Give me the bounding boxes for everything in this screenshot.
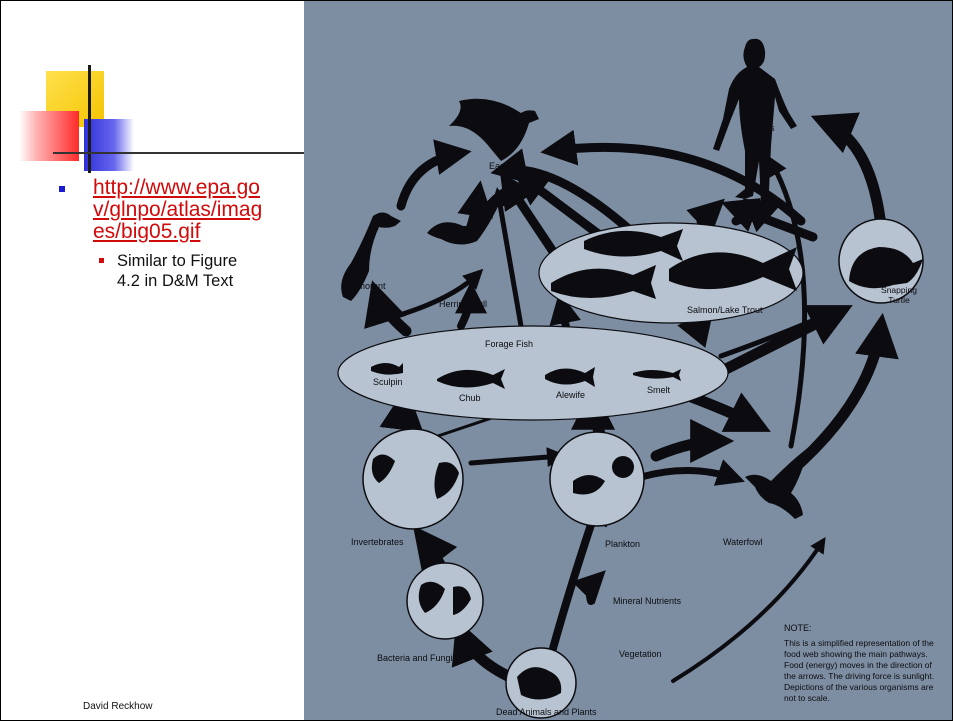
label-snapping: Snapping bbox=[881, 285, 917, 295]
note-line-5: Depictions of the various organisms are bbox=[784, 682, 934, 692]
note-title: NOTE: bbox=[784, 623, 812, 633]
sub-bullet-line-2: 4.2 in D&M Text bbox=[117, 272, 233, 290]
link-line-3: es/big05.gif bbox=[93, 220, 200, 243]
label-cormorant: Cormorant bbox=[343, 281, 386, 291]
label-chub: Chub bbox=[459, 393, 481, 403]
sub-bullet-line-1: Similar to Figure bbox=[117, 252, 237, 270]
label-salmon-lake-trout: Salmon/Lake Trout bbox=[687, 305, 763, 315]
label-eagle: Eagle bbox=[489, 161, 512, 171]
label-plankton: Plankton bbox=[605, 539, 640, 549]
sub-bullet-icon bbox=[99, 258, 104, 263]
label-invertebrates: Invertebrates bbox=[351, 537, 404, 547]
label-alewife: Alewife bbox=[556, 390, 585, 400]
blue-square-decoration bbox=[84, 119, 134, 171]
bacteria-fungi-node bbox=[407, 563, 483, 639]
note-line-2: food web showing the main pathways. bbox=[784, 649, 928, 659]
horizontal-rule bbox=[53, 152, 313, 154]
label-turtle: Turtle bbox=[888, 295, 910, 305]
food-web-diagram: Humans Eagle Cormorant Herring Gull Salm… bbox=[304, 1, 953, 721]
label-vegetation: Vegetation bbox=[619, 649, 662, 659]
label-herring-gull: Herring Gull bbox=[439, 299, 487, 309]
label-humans: Humans bbox=[741, 123, 775, 133]
bullet-item-link: http://www.epa.gov/glnpo/atlas/images/bi… bbox=[53, 177, 303, 243]
note-line-3: Food (energy) moves in the direction of bbox=[784, 660, 933, 670]
label-bacteria-fungi: Bacteria and Fungi bbox=[377, 653, 453, 663]
vertical-rule bbox=[88, 65, 91, 173]
bullet-list: http://www.epa.gov/glnpo/atlas/images/bi… bbox=[53, 177, 303, 291]
note-line-4: the arrows. The driving force is sunligh… bbox=[784, 671, 934, 681]
label-waterfowl: Waterfowl bbox=[723, 537, 763, 547]
note-line-6: not to scale. bbox=[784, 693, 830, 703]
footer-author: David Reckhow bbox=[83, 701, 152, 712]
label-sculpin: Sculpin bbox=[373, 377, 403, 387]
plankton-silhouette-1 bbox=[612, 456, 634, 478]
link-line-2: v/glnpo/atlas/imag bbox=[93, 198, 262, 221]
note-line-1: This is a simplified representation of t… bbox=[784, 638, 934, 648]
label-forage-fish: Forage Fish bbox=[485, 339, 533, 349]
label-mineral-nutrients: Mineral Nutrients bbox=[613, 596, 682, 606]
label-smelt: Smelt bbox=[647, 385, 671, 395]
square-bullet-icon bbox=[59, 186, 65, 192]
label-dead-animals-plants: Dead Animals and Plants bbox=[496, 707, 597, 717]
link-line-1: http://www.epa.go bbox=[93, 176, 260, 199]
sub-bullet-item: Similar to Figure 4.2 in D&M Text bbox=[95, 251, 303, 291]
source-link[interactable]: http://www.epa.gov/glnpo/atlas/images/bi… bbox=[93, 176, 262, 243]
